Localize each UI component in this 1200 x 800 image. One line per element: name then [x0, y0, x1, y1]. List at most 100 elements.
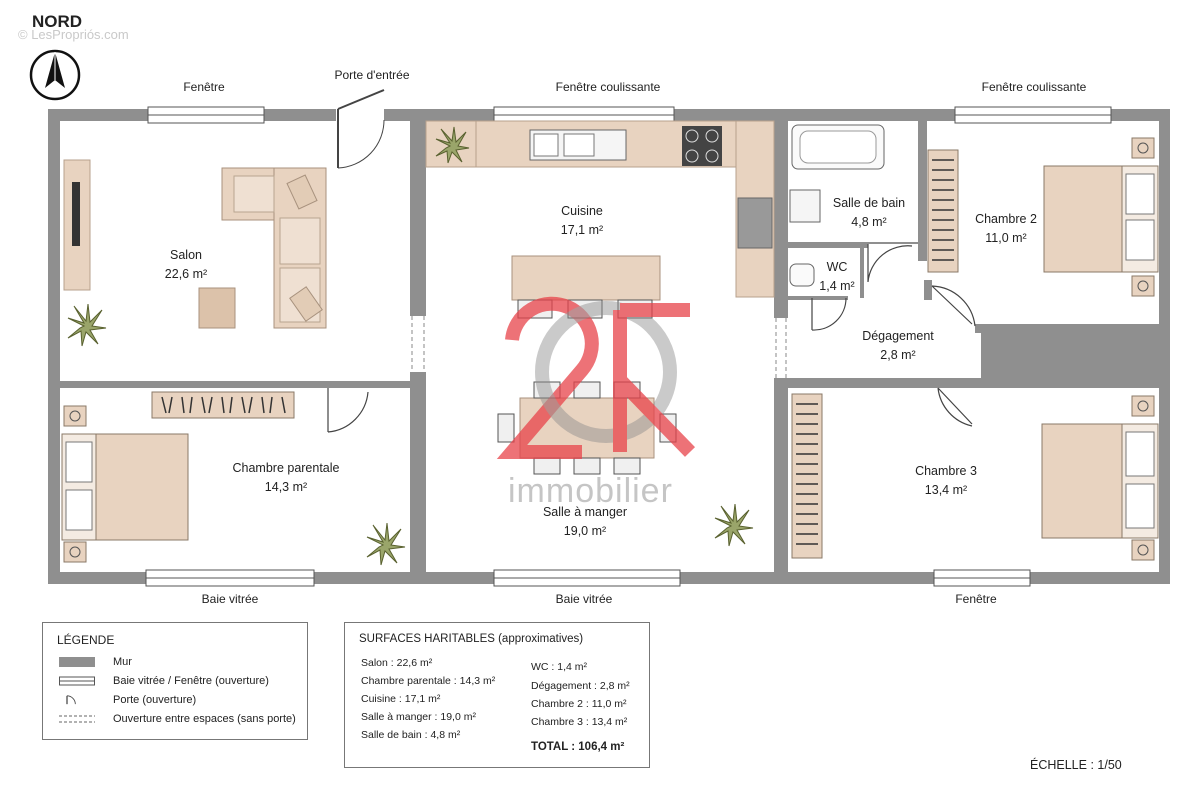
plant-icon: [714, 503, 754, 547]
surface-sdb: Salle de bain : 4,8 m²: [361, 729, 461, 741]
surface-chparentale: Chambre parentale : 14,3 m²: [361, 675, 496, 687]
nightstand-2: [63, 541, 87, 563]
opening-symbol-icon: [59, 715, 95, 723]
surface-total: TOTAL : 106,4 m²: [531, 741, 625, 753]
room-cuisine-area: 17,1 m²: [560, 223, 604, 237]
label-fenetre-coulissante-chambre2: Fenêtre coulissante: [981, 80, 1087, 94]
surface-degagement: Dégagement : 2,8 m²: [531, 680, 630, 692]
nightstand-ch3-2: [1131, 539, 1155, 561]
floor-plan: [48, 89, 1170, 587]
opening-cuisine-degagement: [774, 318, 788, 378]
wall-cuisine-east-upper: [774, 121, 788, 318]
room-salon-area: 22,6 m²: [164, 267, 208, 281]
wall-cuisine-east-lower: [774, 378, 788, 572]
bed-ch2: [1043, 165, 1159, 273]
label-porte-entree: Porte d'entrée: [334, 68, 410, 82]
partition-ch2-bottom: [975, 324, 1159, 333]
legend-item-label: Ouverture entre espaces (sans porte): [113, 713, 296, 725]
door-ch3: [937, 387, 973, 427]
north-label: NORD: [32, 12, 83, 31]
room-cuisine-name: Cuisine: [561, 204, 603, 218]
legend-item-label: Porte (ouverture): [113, 694, 197, 706]
window-chambre-parentale: [145, 569, 315, 587]
partition-wc-bottom: [788, 296, 848, 300]
partition-sdb-bottom: [788, 242, 868, 248]
wall-salon-cuisine-upper: [410, 121, 426, 316]
wall-swatch-icon: [59, 657, 95, 667]
room-chambre2: Chambre 2 11,0 m²: [956, 210, 1056, 248]
bed-ch3: [1041, 423, 1159, 539]
label-fenetre-chambre3: Fenêtre: [955, 592, 997, 606]
room-sdb-name: Salle de bain: [832, 196, 906, 210]
opening-salon-cuisine: [410, 316, 426, 372]
bed-parentale: [61, 433, 189, 541]
door-chparentale: [327, 388, 369, 433]
room-salon: Salon 22,6 m²: [136, 246, 236, 284]
nightstand-ch2-1: [1131, 137, 1155, 159]
legend-item-mur: Mur: [59, 656, 132, 668]
oven: [737, 197, 773, 249]
room-sdb-area: 4,8 m²: [851, 215, 887, 229]
scale-label: ÉCHELLE : 1/50: [1030, 758, 1122, 772]
degagement-floor-2: [865, 244, 923, 334]
window-cuisine: [493, 106, 675, 124]
legend-title: LÉGENDE: [57, 633, 115, 647]
room-salle-de-bain: Salle de bain 4,8 m²: [819, 194, 919, 232]
bathroom-sink: [789, 189, 821, 223]
partition-salon-chparentale: [60, 381, 328, 388]
north-arrow-icon: [29, 49, 81, 101]
room-salle-a-manger: Salle à manger 19,0 m²: [520, 503, 650, 541]
surface-wc: WC : 1,4 m²: [531, 661, 588, 673]
room-ch2-area: 11,0 m²: [985, 231, 1027, 245]
room-ch2-name: Chambre 2: [975, 212, 1037, 226]
room-degagement-area: 2,8 m²: [880, 348, 916, 362]
partition-ch3-top: [788, 378, 938, 388]
label-fenetre-salon: Fenêtre: [183, 80, 225, 94]
legend-box: LÉGENDE Mur Baie vitrée / Fenêtre (ouver…: [42, 622, 308, 740]
room-cuisine: Cuisine 17,1 m²: [532, 202, 632, 240]
surfaces-title: SURFACES HARITABLES (approximatives): [359, 633, 584, 645]
partition-sdb-right: [918, 121, 927, 261]
door-ch2: [931, 285, 976, 327]
partition-ch3-left: [981, 330, 989, 388]
salon-floor: [60, 121, 410, 381]
legend-item-label: Mur: [113, 656, 132, 668]
label-baie-vitree-sam: Baie vitrée: [555, 592, 613, 606]
wardrobe-ch3: [791, 393, 823, 559]
kitchen-island: [511, 255, 661, 301]
room-sam-area: 19,0 m²: [563, 524, 607, 538]
coffee-table: [198, 287, 236, 329]
window-salle-a-manger: [493, 569, 681, 587]
cuisine-floor: [426, 121, 774, 572]
room-chparentale-area: 14,3 m²: [264, 480, 308, 494]
surface-salon: Salon : 22,6 m²: [361, 657, 433, 669]
room-chambre-parentale: Chambre parentale 14,3 m²: [216, 459, 356, 497]
room-sam-name: Salle à manger: [542, 505, 628, 519]
nightstand-1: [63, 405, 87, 427]
partition-wc-right: [860, 248, 864, 298]
legend-item-baie: Baie vitrée / Fenêtre (ouverture): [59, 675, 269, 687]
door-sdb: [867, 244, 913, 283]
room-chparentale-name: Chambre parentale: [232, 461, 340, 475]
wardrobe-parentale: [151, 391, 295, 419]
room-degagement: Dégagement 2,8 m²: [848, 327, 948, 365]
room-wc-name: WC: [826, 260, 848, 274]
room-wc-area: 1,4 m²: [819, 279, 855, 293]
legend-item-ouverture: Ouverture entre espaces (sans porte): [59, 713, 296, 725]
nightstand-ch2-2: [1131, 275, 1155, 297]
surface-sam: Salle à manger : 19,0 m²: [361, 711, 476, 723]
room-wc: WC 1,4 m²: [812, 258, 862, 296]
surface-ch3: Chambre 3 : 13,4 m²: [531, 716, 628, 728]
surface-ch2: Chambre 2 : 11,0 m²: [531, 698, 627, 710]
entrance-gap: [336, 109, 384, 121]
surfaces-box: SURFACES HARITABLES (approximatives) Sal…: [344, 622, 650, 768]
surface-cuisine: Cuisine : 17,1 m²: [361, 693, 441, 705]
label-baie-vitree-chparentale: Baie vitrée: [201, 592, 259, 606]
wc-toilet: [789, 263, 815, 287]
brand-watermark-text: immobilier: [508, 472, 673, 510]
door-wc: [811, 297, 847, 331]
sofa: [221, 167, 327, 329]
plant-icon: [366, 522, 406, 566]
door-symbol-icon: [66, 695, 76, 705]
window-chambre2: [954, 106, 1112, 124]
